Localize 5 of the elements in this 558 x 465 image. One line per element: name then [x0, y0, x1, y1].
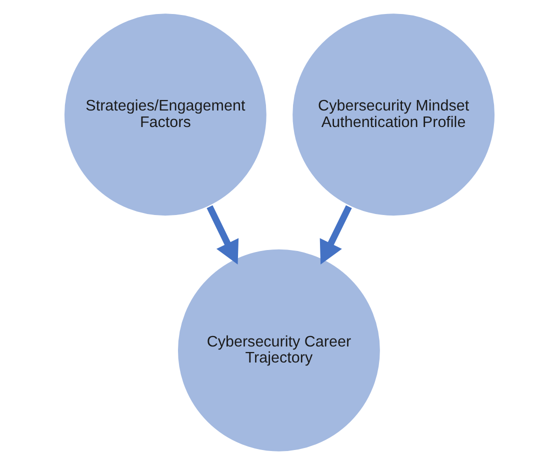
node-circle: Strategies/Engagement Factors	[62, 11, 268, 218]
node-circle: Cybersecurity Mindset Authentication Profile	[290, 11, 496, 218]
node-circle: Cybersecurity Career Trajectory	[175, 247, 382, 454]
arrow	[206, 205, 238, 264]
arrow	[319, 205, 352, 264]
